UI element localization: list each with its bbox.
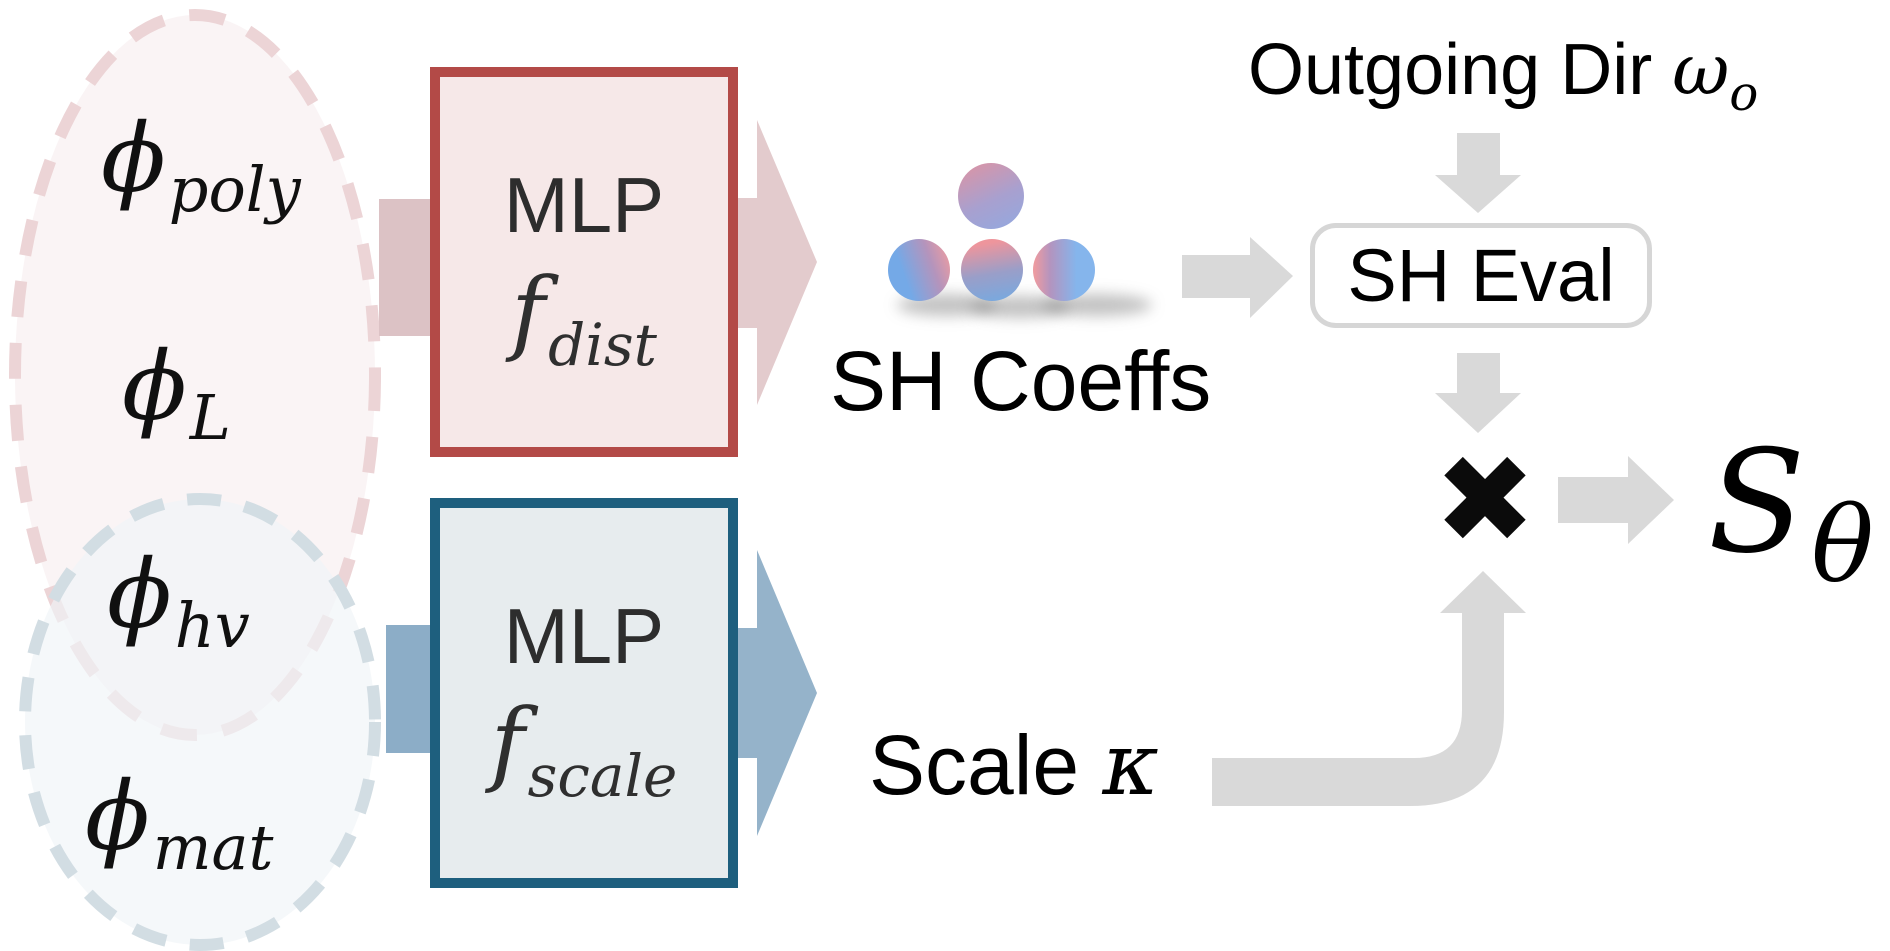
sh-sphere-middle-icon [961, 239, 1023, 301]
material-latents-ellipse [19, 493, 381, 951]
latent-phi-poly: ϕpoly [101, 112, 301, 221]
fn-subscript: dist [548, 311, 657, 379]
sh-coeffs-label: SH Coeffs [830, 334, 1212, 428]
mlp-dist-function: fdist [511, 266, 657, 375]
outgoing-dir-text: Outgoing Dir [1248, 30, 1653, 110]
multiply-to-output-arrow [1558, 456, 1674, 544]
mlp-scale-function: fscale [491, 697, 678, 806]
mlp-dist-box: MLP fdist [430, 67, 738, 457]
phi-subscript: hv [174, 589, 250, 662]
scale-output-arrow [727, 550, 817, 836]
output-subscript: θ [1811, 484, 1874, 606]
sh-sphere-left-icon [888, 239, 950, 301]
scale-text: Scale [869, 718, 1080, 812]
fn-symbol: f [490, 689, 525, 796]
sh-sphere-right-icon [1033, 239, 1095, 301]
sh-eval-box: SH Eval [1310, 223, 1652, 328]
output-s-theta: Sθ [1708, 432, 1874, 598]
sphere-shadow [970, 296, 1070, 318]
dist-output-arrow [727, 120, 817, 405]
fn-symbol: f [511, 258, 546, 365]
mlp-scale-title: MLP [503, 592, 665, 680]
scale-elbow-arrow [1212, 571, 1526, 806]
phi-subscript: poly [168, 153, 301, 226]
kappa-symbol: κ [1102, 715, 1159, 815]
sh-sphere-top-icon [958, 163, 1024, 229]
latent-phi-L: ϕL [122, 340, 231, 449]
mlp-dist-title: MLP [503, 161, 665, 249]
omega-symbol: ω [1672, 29, 1730, 111]
omega-subscript: o [1729, 66, 1759, 122]
sheval-down-arrow [1435, 353, 1521, 433]
dist-input-arrow [379, 199, 432, 336]
latent-phi-hv: ϕhv [107, 548, 250, 657]
scale-input-arrow [386, 625, 432, 753]
phi-symbol: ϕ [107, 540, 172, 650]
phi-symbol: ϕ [101, 104, 166, 214]
multiply-icon: ✖ [1433, 429, 1537, 571]
sh-eval-label: SH Eval [1347, 234, 1615, 317]
phi-subscript: mat [152, 811, 274, 884]
phi-symbol: ϕ [122, 332, 187, 442]
sh-coeffs-to-sheval-arrow [1182, 237, 1293, 318]
fn-subscript: scale [527, 742, 678, 810]
phi-symbol: ϕ [85, 762, 150, 872]
output-symbol: S [1708, 420, 1806, 585]
outgoing-dir-label: Outgoing Dir ωo [1248, 34, 1758, 118]
mlp-scale-box: MLP fscale [430, 498, 738, 888]
phi-subscript: L [189, 381, 231, 454]
latent-phi-mat: ϕmat [85, 770, 273, 879]
outgoing-dir-down-arrow [1435, 133, 1521, 213]
scale-kappa-label: Scale κ [869, 722, 1159, 808]
